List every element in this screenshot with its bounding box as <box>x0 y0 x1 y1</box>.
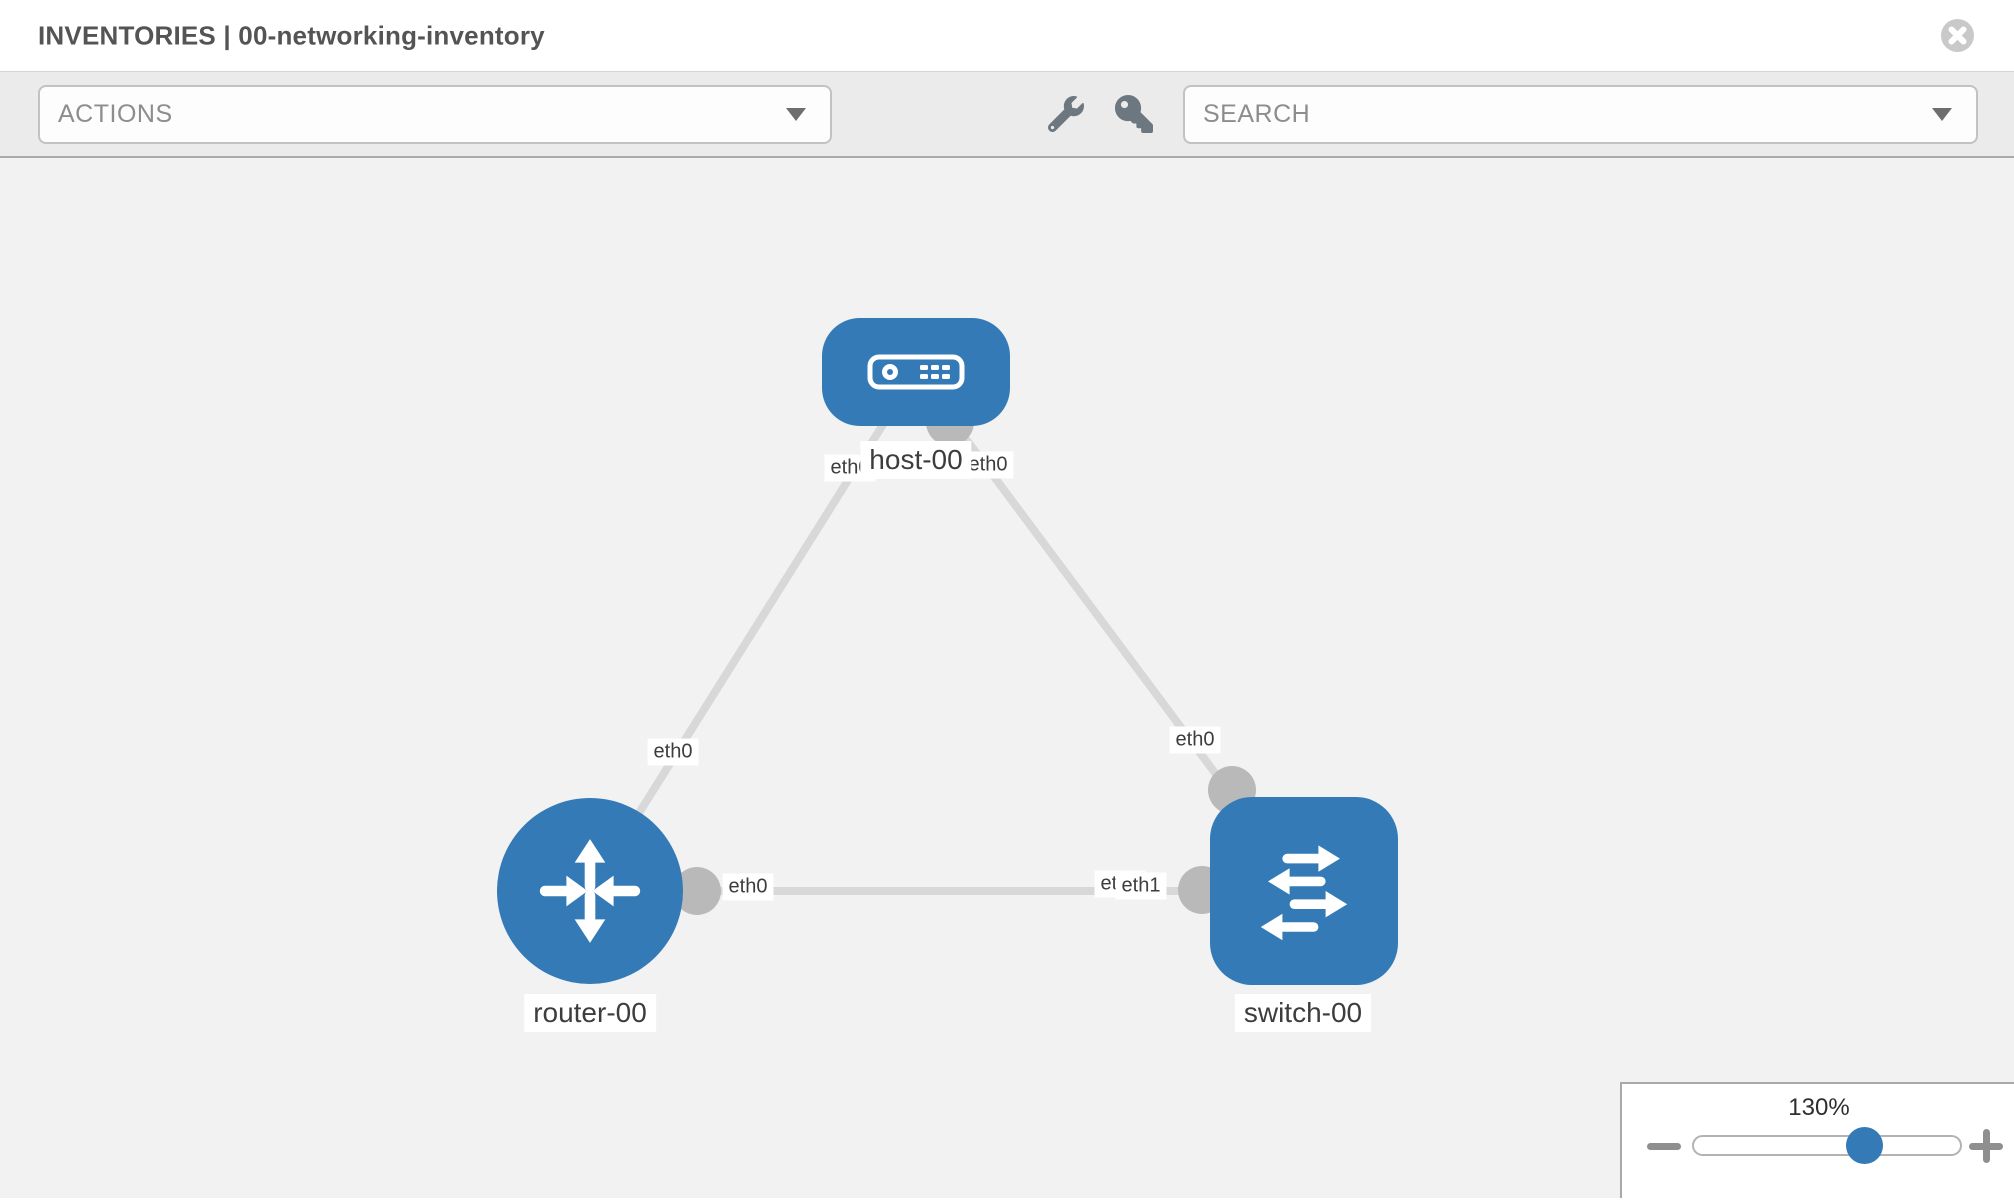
page-title: INVENTORIES | 00-networking-inventory <box>38 20 545 50</box>
configure-button[interactable] <box>1042 90 1090 138</box>
switch-icon <box>1260 845 1348 941</box>
close-icon <box>1941 19 1974 52</box>
search-dropdown-label: SEARCH <box>1203 100 1311 128</box>
topology-canvas[interactable]: host-00 router-00 switch-00 eth0 eth0 et… <box>0 158 2014 1198</box>
router-icon <box>539 839 641 943</box>
node-label-switch: switch-00 <box>1234 994 1372 1032</box>
zoom-panel: 130% <box>1620 1082 2014 1198</box>
zoom-out-button[interactable] <box>1646 1128 1682 1164</box>
node-router-00[interactable] <box>497 798 683 984</box>
zoom-level-value: 130% <box>1788 1094 1850 1121</box>
interface-label-switch-eth1: eth1 <box>1115 872 1167 900</box>
actions-dropdown-label: ACTIONS <box>58 100 173 128</box>
plus-icon <box>1982 1129 1990 1163</box>
credentials-button[interactable] <box>1110 90 1158 138</box>
wrench-icon <box>1048 96 1084 132</box>
key-icon <box>1115 95 1153 133</box>
zoom-in-button[interactable] <box>1968 1128 2004 1164</box>
toolbar: ACTIONS SEARCH <box>0 72 2014 158</box>
chevron-down-icon <box>786 108 806 121</box>
zoom-slider[interactable] <box>1692 1135 1962 1156</box>
zoom-slider-thumb[interactable] <box>1846 1127 1883 1164</box>
close-button[interactable] <box>1941 19 1974 52</box>
chevron-down-icon <box>1932 108 1952 121</box>
interface-label-router-eth0-side: eth0 <box>722 873 774 901</box>
interface-label-switch-eth0-up: eth0 <box>1169 726 1221 754</box>
header: INVENTORIES | 00-networking-inventory <box>0 0 2014 72</box>
node-label-router: router-00 <box>524 994 656 1032</box>
node-label-host: host-00 <box>860 441 972 479</box>
host-icon <box>867 354 965 390</box>
search-dropdown[interactable]: SEARCH <box>1183 85 1978 144</box>
actions-dropdown[interactable]: ACTIONS <box>38 85 832 144</box>
interface-label-router-eth0-up: eth0 <box>647 738 699 766</box>
interface-dot-router-eth0[interactable] <box>673 867 721 915</box>
topology-links-layer <box>586 369 1307 915</box>
minus-icon <box>1647 1143 1681 1150</box>
node-host-00[interactable] <box>822 318 1010 426</box>
node-switch-00[interactable] <box>1210 797 1398 985</box>
